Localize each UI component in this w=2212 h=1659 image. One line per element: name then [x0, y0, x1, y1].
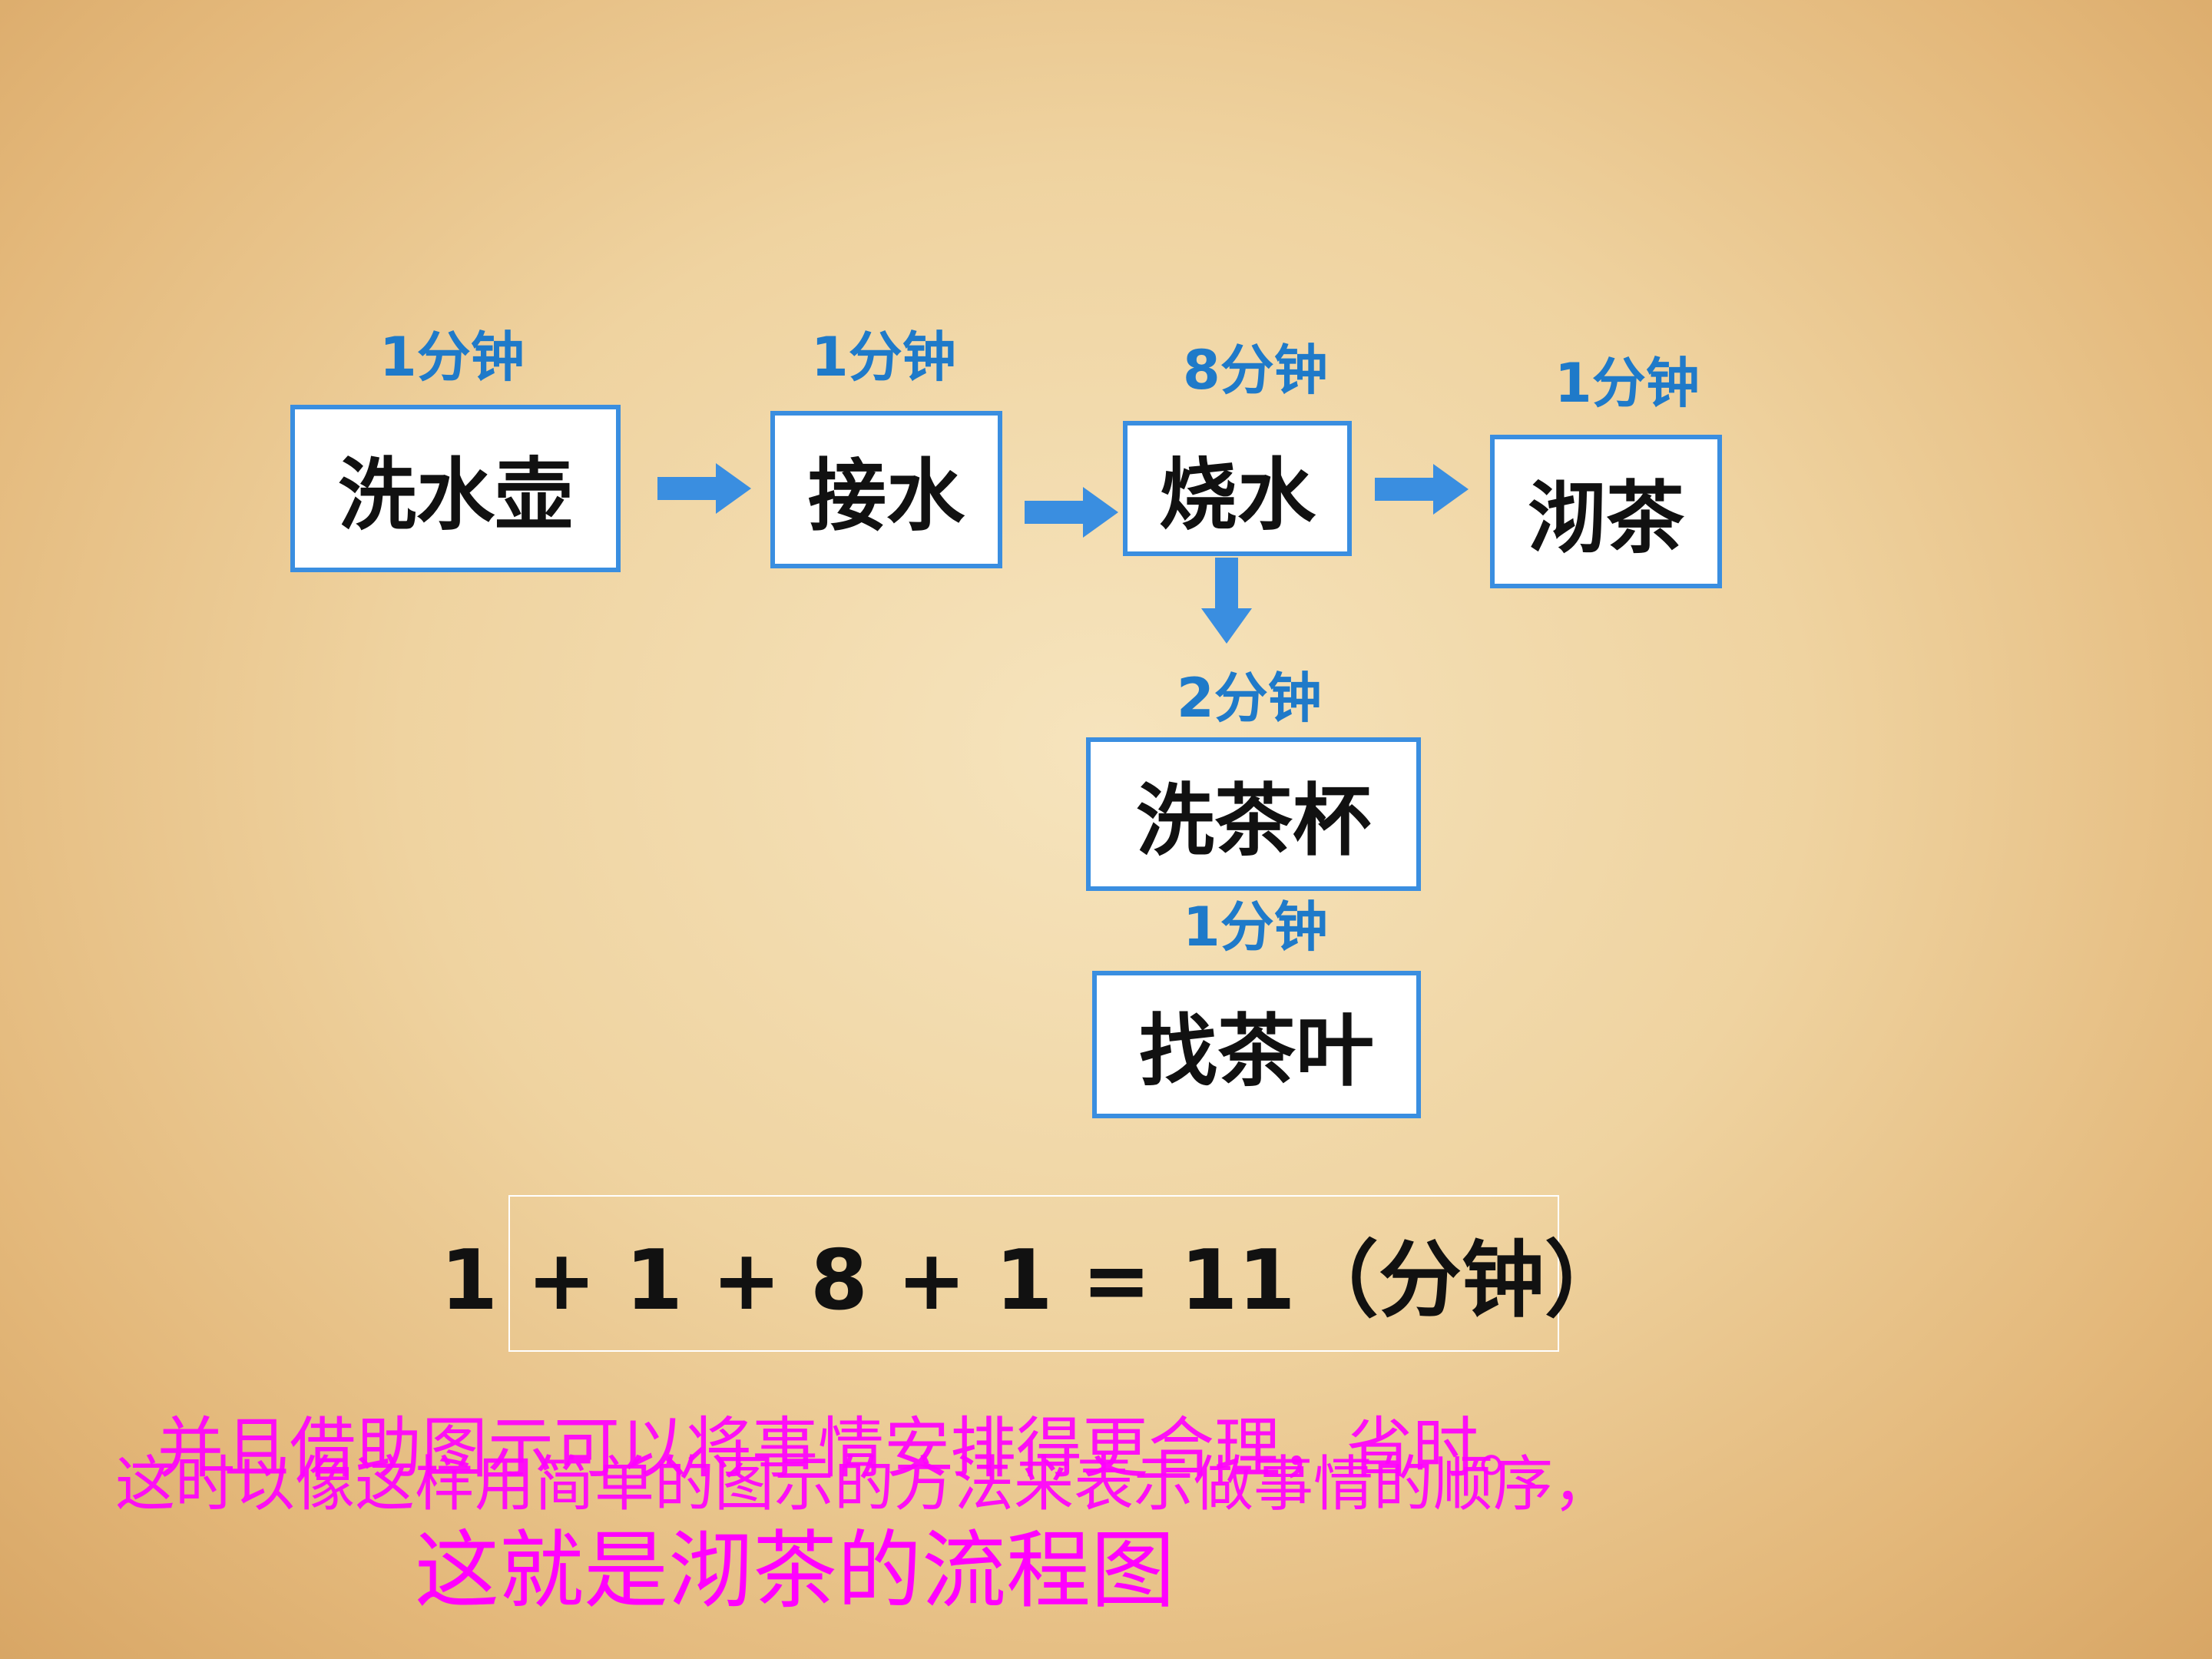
step-label-wash-cups: 洗茶杯 — [1136, 774, 1371, 867]
caption-line-2: 并且借助图示可以将事情安排得更合理，省时。 — [157, 1410, 1545, 1487]
step-label-fill-water: 接水 — [808, 450, 965, 542]
step-box-boil-water: 烧水 — [1123, 421, 1352, 556]
caption-line-3: 这就是沏茶的流程图 — [415, 1522, 1175, 1620]
time-label-find-tea: 1分钟 — [1183, 896, 1328, 959]
step-box-wash-kettle: 洗水壶 — [290, 405, 621, 572]
time-label-wash-cups: 2分钟 — [1177, 667, 1322, 730]
caption-line-1: 这时以像这样用简单的图示的方法来表示做事情的顺序， — [115, 1450, 1614, 1519]
step-box-find-tea: 找茶叶 — [1092, 971, 1421, 1118]
arrow-right-icon — [1025, 487, 1118, 538]
step-label-find-tea: 找茶叶 — [1139, 1005, 1374, 1098]
step-label-wash-kettle: 洗水壶 — [338, 449, 573, 541]
time-label-make-tea: 1分钟 — [1555, 352, 1700, 415]
step-box-fill-water: 接水 — [770, 411, 1002, 568]
step-label-make-tea: 沏茶 — [1528, 472, 1684, 565]
step-box-wash-cups: 洗茶杯 — [1086, 737, 1421, 891]
total-time-formula: 1 + 1 + 8 + 1 = 11（分钟） — [440, 1195, 1628, 1352]
step-box-make-tea: 沏茶 — [1490, 435, 1722, 588]
formula-text: 1 + 1 + 8 + 1 = 11（分钟） — [440, 1233, 1628, 1329]
arrow-down-icon — [1201, 558, 1252, 644]
time-label-boil-water: 8分钟 — [1183, 339, 1328, 402]
time-label-wash-kettle: 1分钟 — [379, 326, 525, 389]
arrow-right-icon — [657, 463, 751, 514]
step-label-boil-water: 烧水 — [1159, 449, 1316, 541]
arrow-right-icon — [1375, 464, 1469, 515]
time-label-fill-water: 1分钟 — [811, 326, 956, 389]
